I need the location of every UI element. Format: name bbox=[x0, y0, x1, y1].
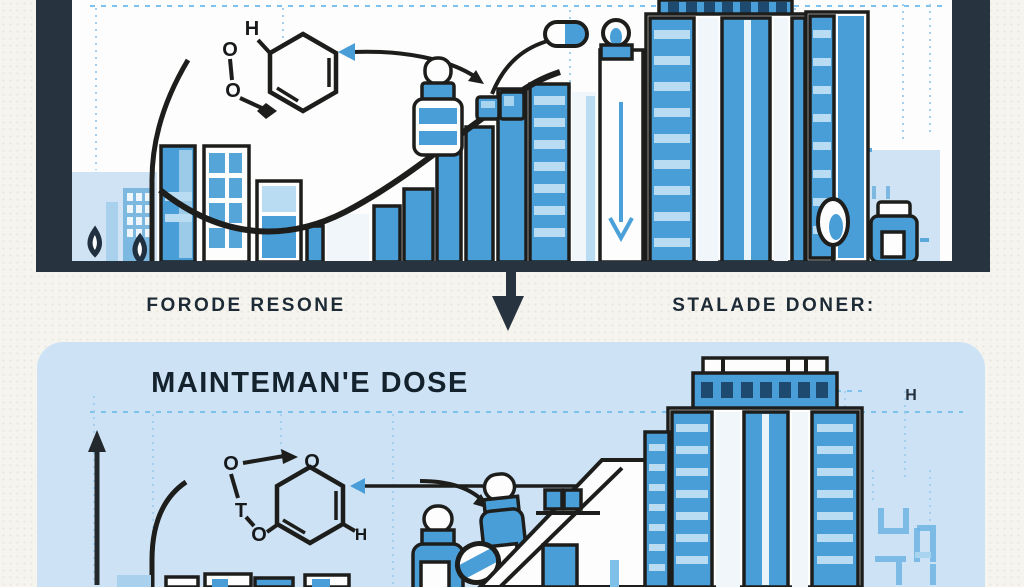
bottom-panel: MAINTEMAN'E DOSE bbox=[37, 342, 985, 587]
light-pillar bbox=[572, 92, 596, 262]
caption-left: FORODE RESONE bbox=[146, 295, 345, 316]
bond-diamond bbox=[257, 103, 277, 119]
blue-arrowhead-left bbox=[350, 478, 365, 494]
tree-icon bbox=[816, 197, 850, 261]
pill-bottles-group bbox=[411, 472, 532, 587]
stepped-wall bbox=[475, 458, 650, 587]
up-arrow-icon bbox=[88, 430, 106, 585]
bar bbox=[464, 125, 495, 262]
bar bbox=[305, 224, 325, 262]
white-tower-with-arrow bbox=[598, 48, 645, 262]
atom-label-h: H bbox=[355, 525, 367, 544]
concentration-curve bbox=[158, 69, 561, 235]
molecule-diagram-top: H O O bbox=[222, 18, 339, 119]
down-arrow-icon bbox=[608, 102, 634, 243]
top-panel: H O O bbox=[36, 0, 990, 272]
bottom-panel-title: MAINTEMAN'E DOSE bbox=[151, 367, 469, 399]
skyscraper bbox=[643, 356, 864, 587]
atom-label-o: O bbox=[222, 39, 238, 61]
pill-bottle-icon bbox=[411, 504, 465, 587]
speckle-pillar bbox=[327, 214, 369, 262]
droplet-icon bbox=[87, 225, 102, 258]
caption-right: STALADE DONER: bbox=[672, 295, 876, 316]
atom-label-t: T bbox=[235, 500, 247, 522]
capsule-icon bbox=[543, 20, 589, 48]
droplet-icon bbox=[132, 232, 147, 262]
side-tower bbox=[643, 430, 671, 587]
atom-label-o: O bbox=[225, 80, 241, 102]
skyscraper bbox=[644, 0, 809, 262]
window-building-bar bbox=[202, 144, 251, 262]
medicine-bottle-icon bbox=[869, 200, 929, 262]
atom-label-h: H bbox=[245, 18, 259, 40]
mini-buildings bbox=[117, 572, 351, 587]
arrowhead bbox=[468, 70, 484, 84]
frame-left bbox=[36, 0, 72, 272]
frame-right bbox=[952, 0, 990, 272]
cube-pills-icon bbox=[543, 488, 583, 511]
pill-bottle-icon bbox=[412, 56, 464, 157]
pipe-line-art bbox=[875, 508, 936, 585]
arrowhead bbox=[281, 449, 298, 464]
transfer-arrow bbox=[338, 38, 552, 95]
stamp-icon bbox=[599, 18, 634, 61]
round-pill-icon bbox=[451, 541, 505, 585]
corner-label-h: H bbox=[905, 387, 917, 404]
pale-city-block-left bbox=[72, 172, 157, 262]
atom-label-o: O bbox=[304, 451, 320, 473]
atom-label-o: O bbox=[251, 524, 267, 546]
lamp-pole bbox=[149, 479, 188, 587]
divider-row: FORODE RESONE STALADE DONER: bbox=[146, 266, 876, 331]
lamp-pole bbox=[149, 58, 191, 262]
bar bbox=[435, 149, 463, 262]
blue-arrowhead-left bbox=[338, 43, 355, 61]
atom-label-o: O bbox=[223, 453, 239, 475]
molecule-diagram-bottom: O O T O H bbox=[223, 449, 367, 546]
bar bbox=[372, 204, 402, 262]
bar bbox=[402, 187, 435, 262]
big-down-arrow-icon bbox=[492, 266, 524, 331]
striped-tower bbox=[528, 82, 571, 262]
cube-pills-icon bbox=[475, 90, 526, 121]
bar bbox=[255, 179, 303, 262]
